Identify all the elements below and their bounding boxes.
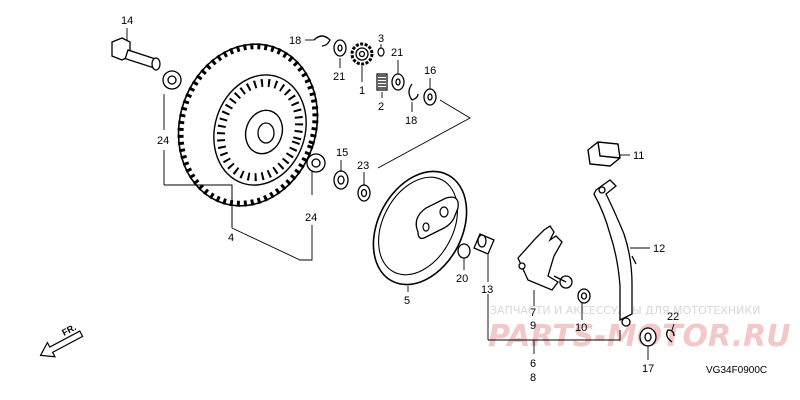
washer-21-top bbox=[333, 39, 347, 57]
callout-8: 8 bbox=[530, 372, 536, 384]
pinion-gear bbox=[350, 42, 374, 66]
washer-16 bbox=[423, 88, 437, 106]
pin-3 bbox=[377, 47, 385, 57]
axle-bolt bbox=[111, 37, 161, 71]
callout-11: 11 bbox=[633, 150, 644, 162]
callout-20: 20 bbox=[456, 273, 468, 285]
clip-18-mid bbox=[408, 83, 419, 101]
bushing-15 bbox=[306, 153, 326, 173]
callout-3: 3 bbox=[378, 33, 384, 45]
clip-18-top bbox=[313, 35, 331, 47]
collar-20 bbox=[457, 243, 471, 259]
clip-22 bbox=[666, 329, 675, 343]
washer-21-mid bbox=[391, 73, 405, 91]
callout-22: 22 bbox=[667, 311, 679, 323]
callout-6: 6 bbox=[530, 358, 536, 370]
lever bbox=[593, 179, 637, 327]
washer-17 bbox=[639, 327, 657, 347]
front-direction-arrow bbox=[39, 330, 84, 358]
collar-10 bbox=[577, 288, 591, 304]
callout-21-top: 21 bbox=[333, 71, 345, 83]
callout-24-lower: 24 bbox=[305, 212, 317, 224]
callout-10: 10 bbox=[575, 322, 587, 334]
wheel bbox=[177, 43, 319, 207]
callout-24-upper: 24 bbox=[157, 135, 169, 147]
callout-14: 14 bbox=[121, 15, 133, 27]
brake-pad bbox=[587, 141, 621, 167]
callout-5: 5 bbox=[404, 295, 410, 307]
spring-2 bbox=[376, 73, 388, 91]
callout-18-mid: 18 bbox=[405, 115, 417, 127]
callout-9: 9 bbox=[530, 320, 536, 332]
brake-arm bbox=[517, 225, 573, 291]
callout-2: 2 bbox=[378, 101, 384, 113]
callout-16: 16 bbox=[424, 65, 436, 77]
callout-15: 15 bbox=[336, 147, 348, 159]
callout-12: 12 bbox=[653, 243, 665, 255]
wheel-cover bbox=[372, 170, 468, 286]
diagram-code: VG34F0900C bbox=[706, 365, 767, 376]
callout-7: 7 bbox=[530, 307, 536, 319]
callout-23: 23 bbox=[357, 160, 369, 172]
sleeve-13 bbox=[473, 233, 495, 255]
washer-23 bbox=[357, 184, 371, 202]
callout-21-mid: 21 bbox=[391, 47, 403, 59]
callout-18-top: 18 bbox=[289, 35, 301, 47]
callout-13: 13 bbox=[481, 284, 493, 296]
washer-15 bbox=[333, 170, 349, 190]
collar-left bbox=[162, 70, 182, 90]
leader-lines bbox=[126, 28, 675, 360]
watermark-logo: PARTS-MOTOR.RU bbox=[488, 319, 791, 354]
callout-17: 17 bbox=[642, 363, 654, 375]
callout-1: 1 bbox=[359, 85, 365, 97]
callout-4: 4 bbox=[228, 232, 234, 244]
